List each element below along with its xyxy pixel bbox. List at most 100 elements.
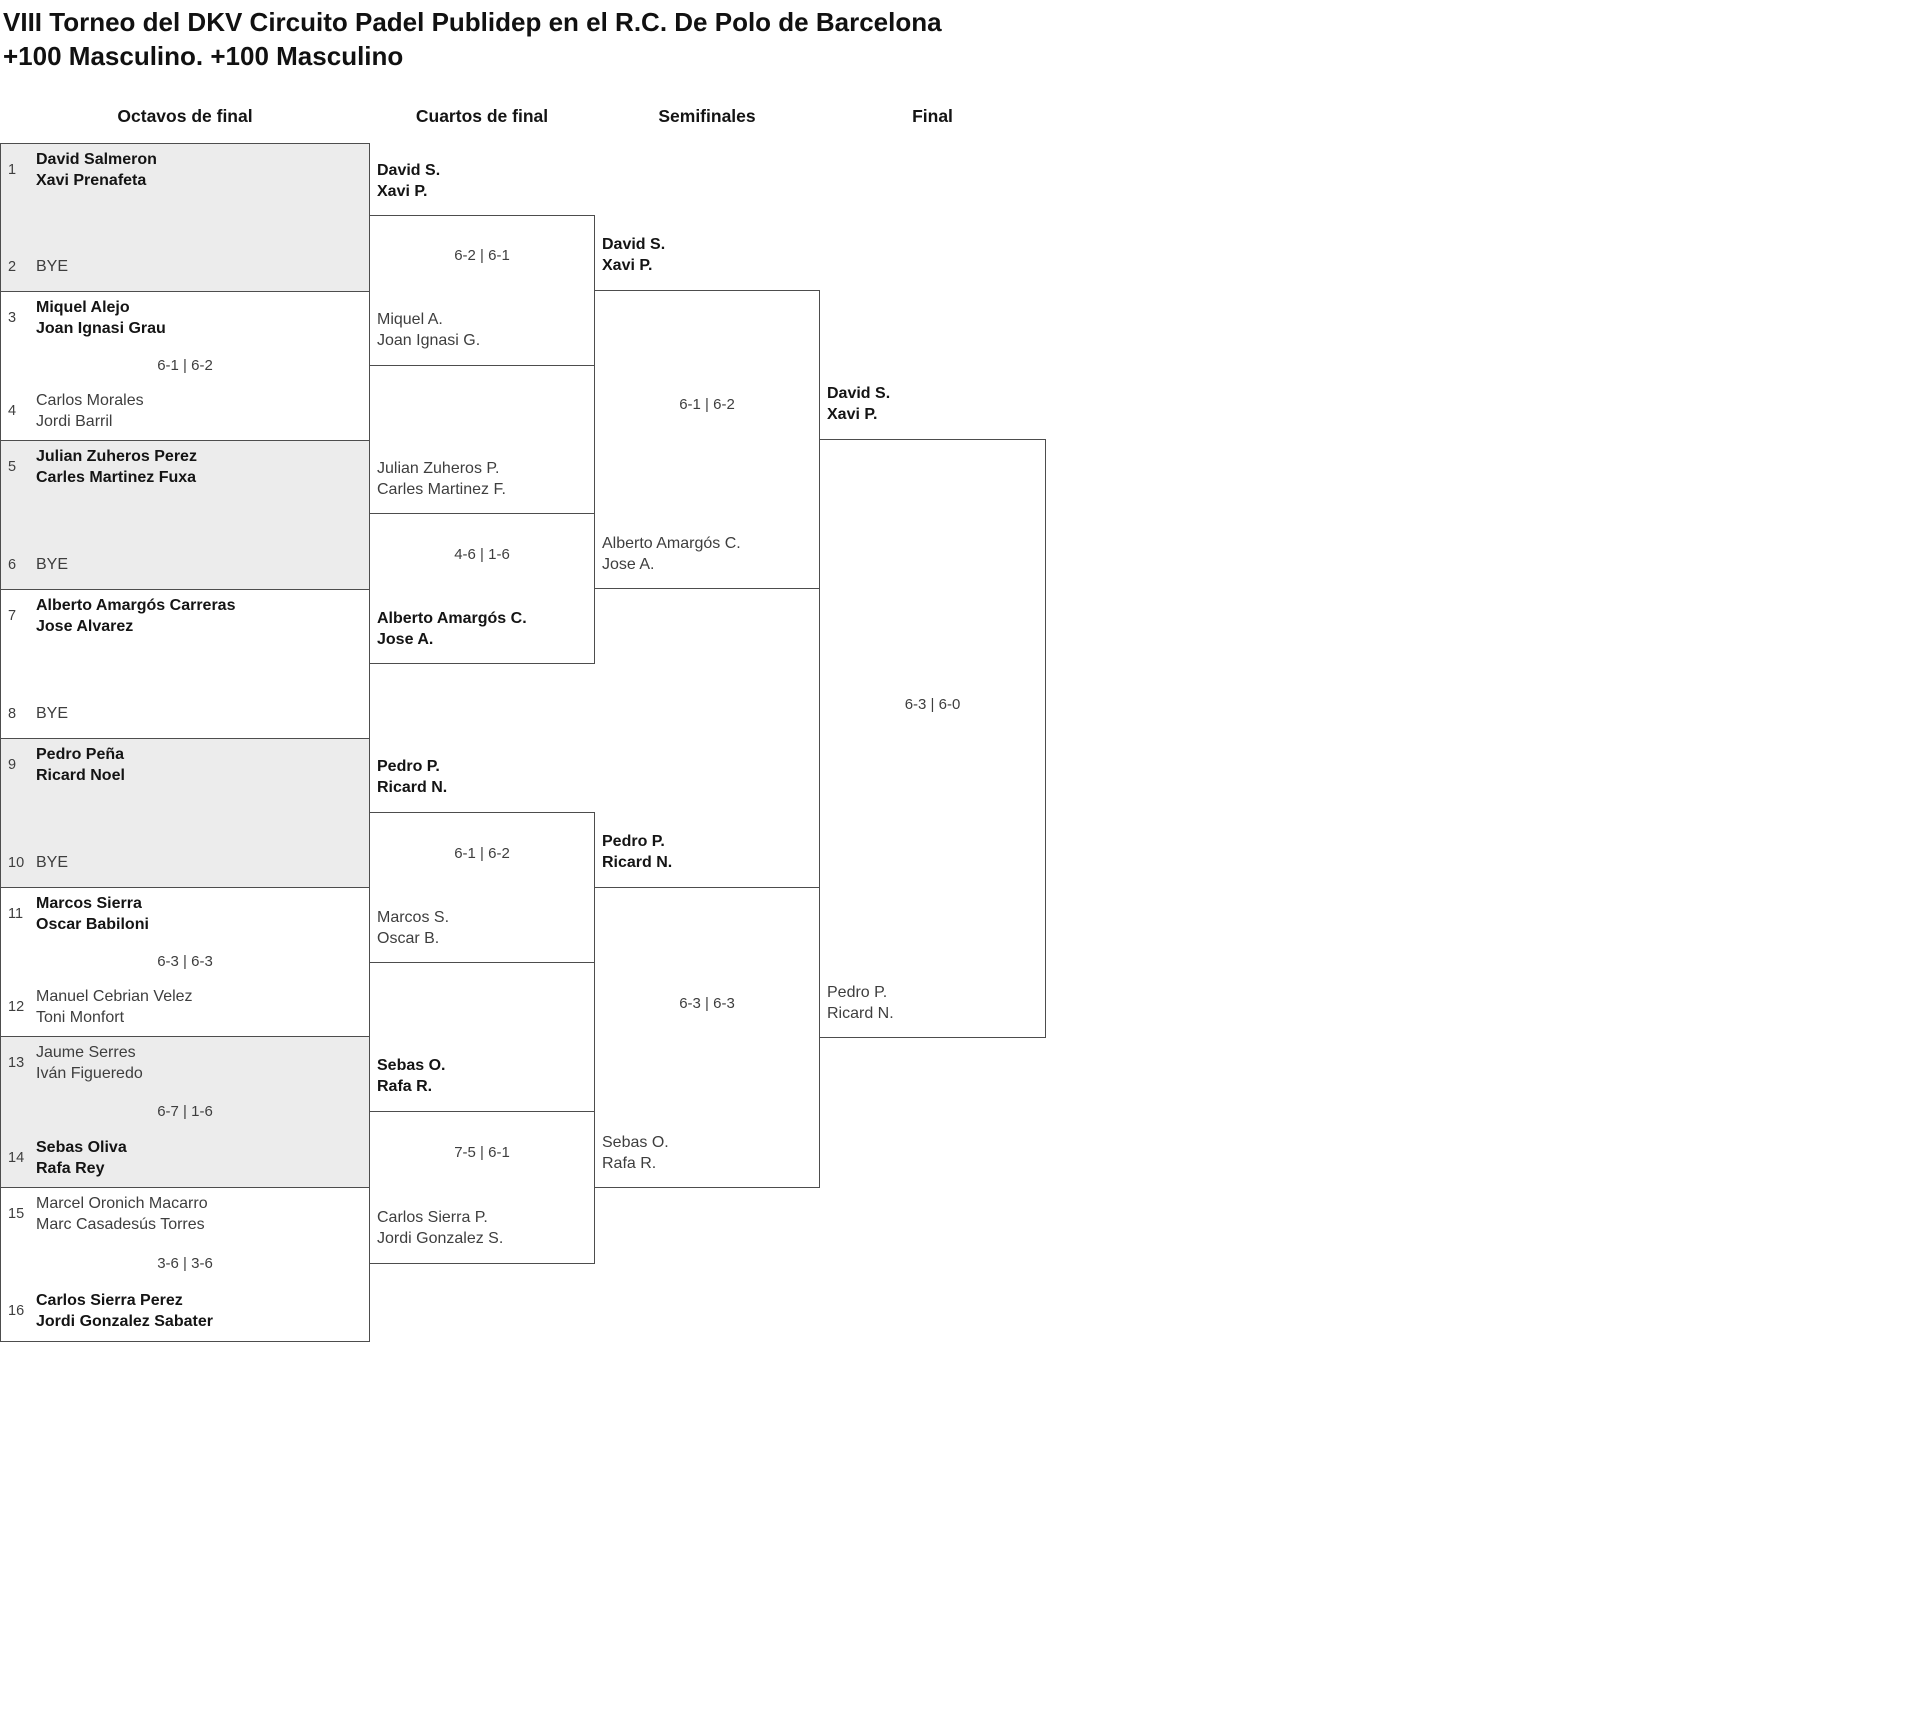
- team-slot: 12 Manuel Cebrian Velez Toni Monfort: [8, 986, 361, 1028]
- seed-number: 6: [8, 556, 17, 573]
- player-name: Oscar Babiloni: [36, 916, 149, 933]
- player-name: Julian Zuheros P.: [377, 460, 500, 477]
- player-name: David S.: [377, 162, 441, 179]
- bye-label: BYE: [36, 705, 69, 722]
- team-names: Sebas Oliva Rafa Rey: [36, 1137, 127, 1179]
- player-name: Jordi Barril: [36, 413, 113, 430]
- seed-number: 1: [8, 162, 17, 178]
- bye-label: BYE: [36, 258, 69, 275]
- seed-number: 4: [8, 403, 17, 419]
- player-name: Jordi Gonzalez S.: [377, 1230, 504, 1247]
- team-slot: 5 Julian Zuheros Perez Carles Martinez F…: [8, 446, 361, 488]
- qf2-team-bottom: Alberto Amargós C. Jose A.: [377, 608, 595, 650]
- player-name: David S.: [602, 236, 666, 253]
- sf2-score: 6-3 | 6-3: [679, 995, 735, 1012]
- player-name: Pedro P.: [377, 758, 440, 775]
- seed-number: 5: [8, 459, 17, 475]
- octavos-column: 1 David Salmeron Xavi Prenafeta 2 BYE 3 …: [0, 143, 370, 1342]
- player-name: Carlos Sierra P.: [377, 1209, 488, 1226]
- player-name: Iván Figueredo: [36, 1065, 143, 1082]
- team-slot: 1 David Salmeron Xavi Prenafeta: [8, 149, 361, 191]
- qf3-team-top: Pedro P. Ricard N.: [377, 756, 595, 798]
- player-name: Jaume Serres: [36, 1044, 136, 1061]
- player-name: Alberto Amargós Carreras: [36, 597, 236, 614]
- player-name: Pedro P.: [827, 984, 888, 1001]
- player-name: Jordi Gonzalez Sabater: [36, 1313, 213, 1330]
- player-name: Alberto Amargós C.: [377, 610, 527, 627]
- player-name: Miquel Alejo: [36, 299, 130, 316]
- team-slot: 15 Marcel Oronich Macarro Marc Casadesús…: [8, 1193, 361, 1235]
- player-name: Carles Martinez Fuxa: [36, 469, 197, 486]
- round-header-cuartos: Cuartos de final: [415, 106, 549, 126]
- player-name: Rafa R.: [377, 1078, 433, 1095]
- team-slot: 16 Carlos Sierra Perez Jordi Gonzalez Sa…: [8, 1290, 361, 1332]
- player-name: Pedro P.: [602, 833, 665, 850]
- seed-number: 2: [8, 258, 17, 275]
- qf3-team-bottom: Marcos S. Oscar B.: [377, 907, 595, 949]
- team-slot-bye: 6 BYE: [8, 554, 361, 575]
- sf1-team-top: David S. Xavi P.: [602, 234, 820, 276]
- qf2-team-top: Julian Zuheros P. Carles Martinez F.: [377, 458, 595, 500]
- seed-number: 9: [8, 757, 17, 773]
- match-score: 3-6 | 3-6: [157, 1255, 213, 1272]
- player-name: Miquel A.: [377, 311, 443, 328]
- sf1-score: 6-1 | 6-2: [679, 396, 735, 413]
- player-name: Marcos Sierra: [36, 895, 142, 912]
- qf1-score: 6-2 | 6-1: [454, 247, 510, 264]
- player-name: Ricard N.: [377, 779, 448, 796]
- r16-match-5: 9 Pedro Peña Ricard Noel 10 BYE: [1, 739, 369, 888]
- match-score: 6-3 | 6-3: [157, 953, 213, 970]
- round-header-octavos: Octavos de final: [117, 106, 253, 126]
- qf1-team-bottom: Miquel A. Joan Ignasi G.: [377, 309, 595, 351]
- title-line-2: +100 Masculino. +100 Masculino: [3, 41, 404, 71]
- final-team-bottom: Pedro P. Ricard N.: [827, 982, 1045, 1024]
- player-name: Joan Ignasi Grau: [36, 320, 166, 337]
- player-name: Pedro Peña: [36, 746, 125, 763]
- team-slot: 7 Alberto Amargós Carreras Jose Alvarez: [8, 595, 361, 637]
- player-name: Xavi P.: [602, 257, 653, 274]
- seed-number: 12: [8, 999, 25, 1015]
- player-name: Jose A.: [602, 556, 655, 573]
- match-score: 6-1 | 6-2: [157, 357, 213, 374]
- qf2-score: 4-6 | 1-6: [454, 546, 510, 563]
- player-name: Marcel Oronich Macarro: [36, 1195, 208, 1212]
- title-line-1: VIII Torneo del DKV Circuito Padel Publi…: [3, 7, 942, 37]
- team-names: Marcel Oronich Macarro Marc Casadesús To…: [36, 1193, 208, 1235]
- sf2-team-bottom: Sebas O. Rafa R.: [602, 1132, 820, 1174]
- player-name: Sebas O.: [377, 1057, 446, 1074]
- seed-number: 15: [8, 1206, 25, 1222]
- qf1-team-top: David S. Xavi P.: [377, 160, 595, 202]
- player-name: Alberto Amargós C.: [602, 535, 741, 552]
- player-name: Marcos S.: [377, 909, 450, 926]
- player-name: Jose Alvarez: [36, 618, 134, 635]
- team-names: Julian Zuheros Perez Carles Martinez Fux…: [36, 446, 197, 488]
- team-names: Marcos Sierra Oscar Babiloni: [36, 893, 149, 935]
- player-name: Xavi Prenafeta: [36, 172, 147, 189]
- sf1-team-bottom: Alberto Amargós C. Jose A.: [602, 533, 820, 575]
- player-name: David S.: [827, 385, 891, 402]
- player-name: Manuel Cebrian Velez: [36, 988, 193, 1005]
- team-names: Manuel Cebrian Velez Toni Monfort: [36, 986, 193, 1028]
- player-name: Sebas Oliva: [36, 1139, 127, 1156]
- qf4-team-top: Sebas O. Rafa R.: [377, 1055, 595, 1097]
- r16-match-8: 15 Marcel Oronich Macarro Marc Casadesús…: [1, 1188, 369, 1340]
- player-name: Rafa R.: [602, 1155, 657, 1172]
- seed-number: 7: [8, 608, 17, 624]
- round-header-final: Final: [912, 106, 953, 126]
- r16-match-1: 1 David Salmeron Xavi Prenafeta 2 BYE: [1, 144, 369, 292]
- sf2-team-top: Pedro P. Ricard N.: [602, 831, 820, 873]
- page-title: VIII Torneo del DKV Circuito Padel Publi…: [3, 5, 942, 73]
- r16-match-7: 13 Jaume Serres Iván Figueredo 6-7 | 1-6…: [1, 1037, 369, 1188]
- player-name: Xavi P.: [377, 183, 428, 200]
- player-name: Ricard N.: [827, 1005, 894, 1022]
- team-names: Miquel Alejo Joan Ignasi Grau: [36, 297, 166, 339]
- team-slot-bye: 2 BYE: [8, 256, 361, 277]
- player-name: Carlos Sierra Perez: [36, 1292, 183, 1309]
- seed-number: 11: [8, 906, 24, 922]
- seed-number: 14: [8, 1150, 25, 1166]
- seed-number: 13: [8, 1055, 25, 1071]
- team-names: BYE: [36, 703, 68, 724]
- player-name: Carles Martinez F.: [377, 481, 506, 498]
- qf4-team-bottom: Carlos Sierra P. Jordi Gonzalez S.: [377, 1207, 595, 1249]
